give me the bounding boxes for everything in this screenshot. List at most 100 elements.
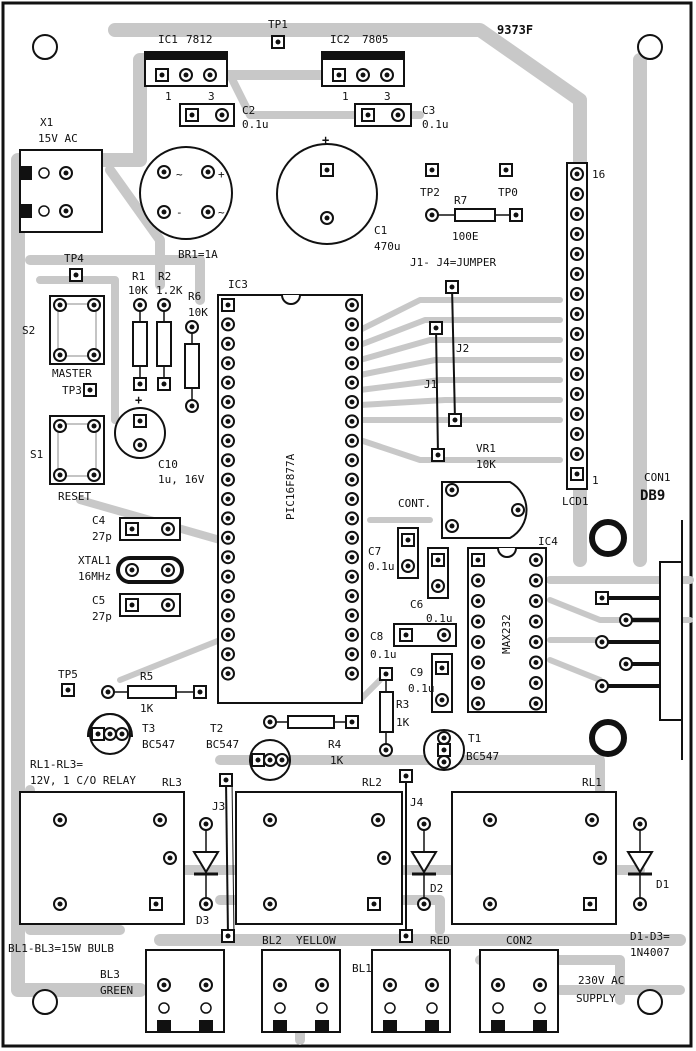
svg-text:16MHz: 16MHz	[78, 570, 111, 583]
svg-text:470u: 470u	[374, 240, 401, 253]
c9-capacitor: C9 0.1u	[408, 653, 453, 713]
lcd-pin	[570, 447, 584, 461]
ic4-pin	[471, 696, 485, 711]
svg-text:RL2: RL2	[362, 776, 382, 789]
lcd1-header: 16 1 LCD1	[562, 162, 605, 508]
lcd-pin	[570, 467, 584, 481]
ic3-pin	[345, 550, 359, 565]
xtal1-crystal: XTAL1 16MHz	[78, 554, 184, 584]
svg-text:LCD1: LCD1	[562, 495, 589, 508]
ic3-pin	[345, 336, 359, 351]
svg-text:RESET: RESET	[58, 490, 91, 503]
ic3-pin	[221, 569, 235, 584]
svg-text:15V AC: 15V AC	[38, 132, 78, 145]
svg-text:-: -	[176, 206, 183, 219]
svg-text:YELLOW: YELLOW	[296, 934, 336, 947]
svg-text:10K: 10K	[476, 458, 496, 471]
svg-text:S1: S1	[30, 448, 43, 461]
t1-transistor: T1 BC547	[423, 729, 499, 771]
ic3-pin	[221, 608, 235, 623]
r3-resistor: R3 1K	[379, 667, 410, 757]
svg-text:T3: T3	[142, 722, 155, 735]
ic4-pin	[529, 573, 543, 588]
svg-text:R3: R3	[396, 698, 409, 711]
ic3-pin	[345, 511, 359, 526]
ic3-pin	[345, 356, 359, 371]
svg-text:GREEN: GREEN	[100, 984, 133, 997]
ic3-pin	[221, 550, 235, 565]
ic3-pin	[345, 627, 359, 642]
db9-pin	[595, 679, 609, 693]
svg-text:C9: C9	[410, 666, 423, 679]
svg-text:1K: 1K	[140, 702, 154, 715]
ic4-pin	[471, 594, 485, 608]
svg-text:IC4: IC4	[538, 535, 558, 548]
svg-text:0.1u: 0.1u	[370, 648, 397, 661]
ic3-pin	[221, 647, 235, 662]
svg-text:CON2: CON2	[506, 934, 533, 947]
svg-text:BL1: BL1	[352, 962, 372, 975]
board-code: 9373F	[497, 23, 533, 37]
svg-text:BC547: BC547	[206, 738, 239, 751]
svg-text:C1: C1	[374, 224, 387, 237]
db9-pin	[595, 635, 609, 649]
ic3-pin	[345, 395, 359, 409]
svg-text:1u, 16V: 1u, 16V	[158, 473, 205, 486]
t3-transistor: T3 BC547	[86, 713, 175, 755]
con2-supply-terminal: CON2 230V AC SUPPLY	[479, 934, 624, 1033]
s1-reset-switch[interactable]: S1 RESET	[30, 415, 105, 503]
svg-text:TP5: TP5	[58, 668, 78, 681]
ic3-pin	[221, 530, 235, 545]
tp3: TP3	[62, 383, 97, 397]
svg-text:BL3: BL3	[100, 968, 120, 981]
d2-diode: D2	[410, 817, 443, 911]
r4-resistor: R4 1K	[263, 715, 359, 767]
svg-text:D3: D3	[196, 914, 209, 927]
r7-resistor: R7 100E	[425, 194, 523, 243]
svg-text:S2: S2	[22, 324, 35, 337]
svg-text:C8: C8	[370, 630, 383, 643]
ic3-pin	[345, 530, 359, 545]
svg-text:0.1u: 0.1u	[408, 682, 435, 695]
ic4-pin	[471, 635, 485, 649]
db9-pin	[595, 591, 609, 605]
svg-text:C4: C4	[92, 514, 106, 527]
svg-text:TP2: TP2	[420, 186, 440, 199]
svg-text:DB9: DB9	[640, 488, 665, 504]
svg-text:1: 1	[592, 474, 599, 487]
svg-text:R6: R6	[188, 290, 201, 303]
svg-text:MAX232: MAX232	[500, 614, 513, 654]
jumper-note: J1- J4=JUMPER	[410, 256, 496, 269]
ic4-max232: IC4 MAX232	[467, 535, 558, 713]
r2-resistor: R2 1.2K	[156, 270, 183, 391]
svg-text:1: 1	[165, 90, 172, 103]
lcd-pin	[570, 307, 584, 321]
lcd-pin	[570, 347, 584, 361]
svg-text:C3: C3	[422, 104, 435, 117]
ic3-pin	[221, 375, 235, 390]
svg-text:27p: 27p	[92, 530, 112, 543]
svg-text:27p: 27p	[92, 610, 112, 623]
svg-text:1: 1	[342, 90, 349, 103]
lcd-pin	[570, 387, 584, 401]
ic3-pin	[345, 608, 359, 623]
ic3-pin	[345, 433, 359, 448]
con1-db9-connector: CON1 DB9	[589, 471, 683, 760]
ic2-regulator: IC2 7805 1 3	[321, 33, 405, 103]
bl3-terminal: BL3 GREEN	[100, 949, 225, 1033]
svg-text:10K: 10K	[128, 284, 148, 297]
lcd-pin	[570, 207, 584, 221]
ic3-pin	[221, 395, 235, 409]
ic3-pin	[221, 414, 235, 429]
vr1-potentiometer[interactable]: VR1 10K CONT.	[398, 442, 528, 539]
j1-jumper: J1	[424, 321, 445, 462]
lcd-pin	[570, 247, 584, 261]
c6-capacitor: C6 0.1u	[410, 547, 453, 625]
svg-text:1.2K: 1.2K	[156, 284, 183, 297]
svg-text:TP4: TP4	[64, 252, 84, 265]
svg-text:IC1: IC1	[158, 33, 178, 46]
diode-note-line1: D1-D3=	[630, 930, 670, 943]
s2-master-switch[interactable]: S2 MASTER	[22, 295, 105, 380]
svg-text:VR1: VR1	[476, 442, 496, 455]
rl2-relay: RL2	[235, 776, 403, 925]
